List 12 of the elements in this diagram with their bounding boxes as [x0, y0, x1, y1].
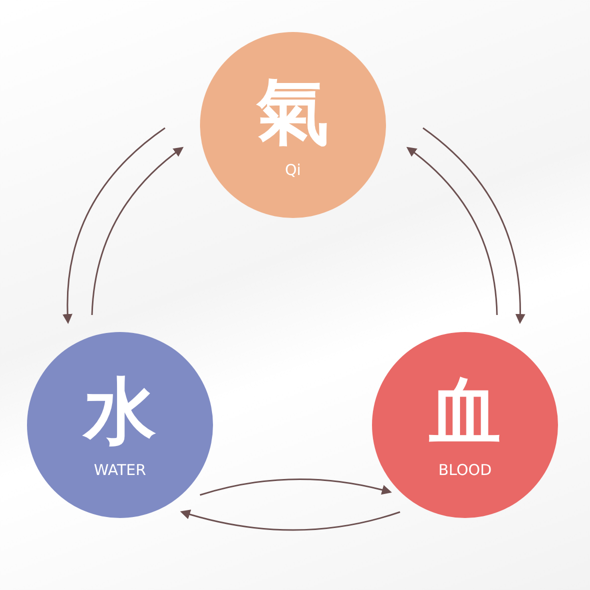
arrow	[180, 509, 400, 531]
name-label: Qi	[285, 161, 301, 179]
arrow	[422, 127, 526, 324]
arrow	[91, 146, 184, 316]
arrow	[406, 146, 498, 316]
arrow	[200, 478, 392, 496]
character-label: 水	[84, 371, 156, 451]
character-label: 氣	[257, 71, 329, 151]
name-label: WATER	[94, 461, 146, 479]
arrow	[62, 127, 166, 324]
name-label: BLOOD	[438, 461, 492, 479]
character-label: 血	[429, 371, 501, 451]
